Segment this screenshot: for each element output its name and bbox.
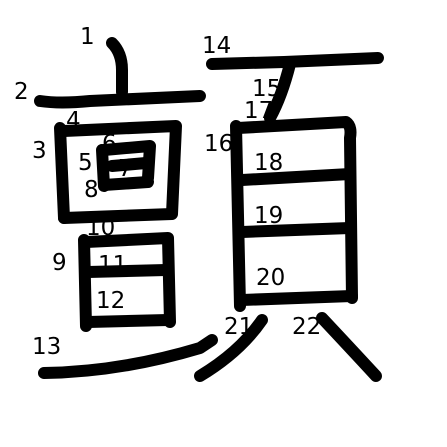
stroke-number-2: 2 xyxy=(14,79,29,105)
stroke-7 xyxy=(106,157,152,172)
stroke-8 xyxy=(98,176,154,191)
stroke-21 xyxy=(194,314,268,382)
stroke-number-12: 12 xyxy=(96,288,125,314)
stroke-number-16: 16 xyxy=(204,131,233,157)
stroke-number-17: 17 xyxy=(244,98,273,124)
stroke-number-10: 10 xyxy=(86,215,115,241)
stroke-number-9: 9 xyxy=(52,250,67,276)
stroke-2 xyxy=(34,90,206,109)
stroke-18 xyxy=(236,168,356,186)
stroke-number-20: 20 xyxy=(256,265,285,291)
stroke-number-11: 11 xyxy=(98,252,127,278)
stroke-9 xyxy=(78,234,92,332)
stroke-10 xyxy=(80,232,176,328)
stroke-17 xyxy=(232,116,358,304)
stroke-12 xyxy=(82,314,174,328)
stroke-22 xyxy=(316,312,382,382)
stroke-number-5: 5 xyxy=(78,150,93,176)
stroke-number-8: 8 xyxy=(84,177,99,203)
stroke-number-6: 6 xyxy=(102,131,117,157)
stroke-number-3: 3 xyxy=(32,138,47,164)
stroke-number-18: 18 xyxy=(254,150,283,176)
stroke-number-4: 4 xyxy=(66,108,81,134)
stroke-number-21: 21 xyxy=(224,314,253,340)
stroke-20 xyxy=(236,290,358,306)
stroke-19 xyxy=(236,222,356,238)
stroke-number-14: 14 xyxy=(202,33,231,59)
stroke-1 xyxy=(106,37,128,98)
stroke-number-1: 1 xyxy=(80,24,95,50)
stroke-number-13: 13 xyxy=(32,334,61,360)
stroke-15 xyxy=(264,58,296,124)
stroke-16 xyxy=(230,120,246,312)
stroke-4 xyxy=(58,120,182,224)
stroke-3 xyxy=(54,122,70,224)
stroke-14 xyxy=(206,52,384,70)
stroke-number-19: 19 xyxy=(254,203,283,229)
stroke-number-7: 7 xyxy=(118,156,133,182)
stroke-13 xyxy=(38,334,218,379)
stroke-number-15: 15 xyxy=(252,76,281,102)
stroke-11 xyxy=(82,264,172,278)
stroke-number-22: 22 xyxy=(292,314,321,340)
